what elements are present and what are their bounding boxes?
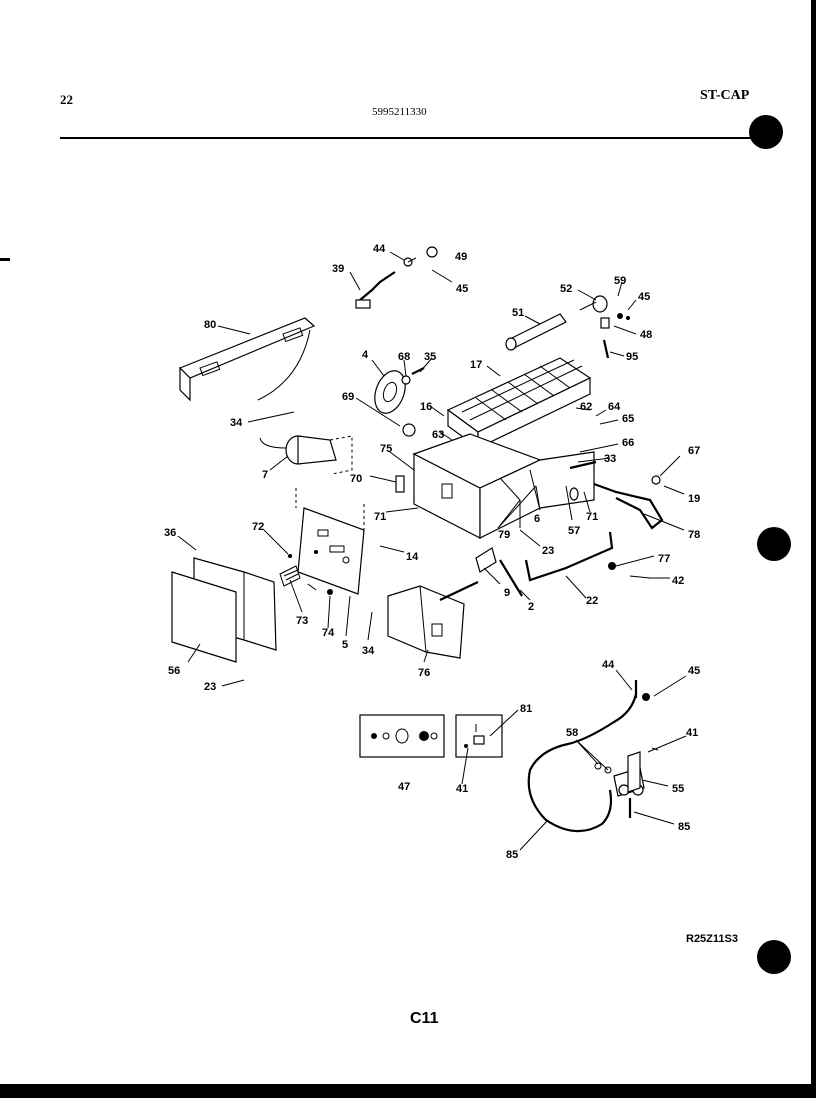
callout: 17 (470, 359, 482, 371)
document-number: 5995211330 (372, 106, 427, 118)
callout: 36 (164, 527, 176, 539)
part-kit-47 (359, 714, 445, 758)
callout: 2 (528, 601, 534, 613)
callout: 69 (342, 391, 354, 403)
callout: 55 (672, 783, 684, 795)
callout: 71 (374, 511, 386, 523)
callout: 35 (424, 351, 436, 363)
callout: 5 (342, 639, 348, 651)
page-code: C11 (410, 1010, 439, 1027)
callout: 34 (230, 417, 243, 429)
part-valve-assembly (505, 295, 630, 359)
callout: 49 (455, 251, 467, 263)
callout: 16 (420, 401, 432, 413)
leader-lines (177, 251, 687, 851)
callout: 34 (362, 645, 375, 657)
scan-edge-mark (0, 258, 10, 261)
callout: 62 (580, 401, 592, 413)
part-switch-bracket (387, 581, 479, 659)
callout: 70 (350, 473, 362, 485)
part-terminals (279, 554, 333, 595)
callout: 22 (586, 595, 598, 607)
scan-border-right (811, 0, 816, 1098)
callout: 48 (640, 329, 652, 341)
callout: 78 (688, 529, 700, 541)
callout: 45 (688, 665, 700, 677)
callout: 23 (204, 681, 216, 693)
scan-border-bottom (0, 1084, 816, 1098)
part-ice-mold (446, 357, 592, 450)
callout: 47 (398, 781, 410, 793)
callout: 85 (506, 849, 518, 861)
callout: 42 (672, 575, 684, 587)
callout: 77 (658, 553, 670, 565)
callout: 66 (622, 437, 634, 449)
callout: 81 (520, 703, 532, 715)
header-rule (60, 137, 765, 139)
callout: 19 (688, 493, 700, 505)
callout: 73 (296, 615, 308, 627)
callout: 51 (512, 307, 524, 319)
part-drive-gear (374, 367, 425, 437)
drawing-reference: R25Z11S3 (686, 933, 738, 945)
callout: 14 (406, 551, 419, 563)
callout: 9 (504, 587, 510, 599)
callout: 23 (542, 545, 554, 557)
callout: 74 (322, 627, 335, 639)
callout: 44 (373, 243, 386, 255)
callout: 64 (608, 401, 621, 413)
callout: 56 (168, 665, 180, 677)
part-levers (475, 547, 523, 597)
callout: 68 (398, 351, 410, 363)
callout: 45 (638, 291, 650, 303)
part-bail-arm (593, 475, 664, 530)
callout: 7 (262, 469, 268, 481)
part-callouts: 44 49 39 45 52 59 45 51 48 80 4 68 35 17… (164, 243, 700, 861)
callout: 33 (604, 453, 616, 465)
page-number: 22 (60, 92, 73, 107)
callout: 59 (614, 275, 626, 287)
part-front-cover (171, 557, 277, 663)
part-water-line (527, 680, 659, 833)
callout: 85 (678, 821, 690, 833)
callout: 45 (456, 283, 468, 295)
callout: 75 (380, 443, 392, 455)
callout: 57 (568, 525, 580, 537)
callout: 63 (432, 429, 444, 441)
callout: 44 (602, 659, 615, 671)
callout: 80 (204, 319, 216, 331)
part-cover-panel (178, 317, 316, 402)
part-shutoff-arm (524, 531, 651, 582)
callout: 71 (586, 511, 598, 523)
part-kit-41 (455, 714, 503, 758)
callout: 95 (626, 351, 638, 363)
binder-hole (749, 115, 783, 149)
callout: 76 (418, 667, 430, 679)
callout: 67 (688, 445, 700, 457)
part-circuit-board (295, 488, 365, 595)
callout: 58 (566, 727, 578, 739)
callout: 72 (252, 521, 264, 533)
callout: 39 (332, 263, 344, 275)
binder-hole (757, 527, 791, 561)
part-motor (259, 435, 353, 475)
binder-hole (757, 940, 791, 974)
callout: 41 (456, 783, 468, 795)
callout: 41 (686, 727, 698, 739)
callout: 4 (362, 349, 369, 361)
callout: 52 (560, 283, 572, 295)
callout: 6 (534, 513, 540, 525)
part-fill-cup (355, 246, 438, 309)
model-code: ST-CAP (700, 88, 750, 103)
callout: 65 (622, 413, 634, 425)
callout: 79 (498, 529, 510, 541)
